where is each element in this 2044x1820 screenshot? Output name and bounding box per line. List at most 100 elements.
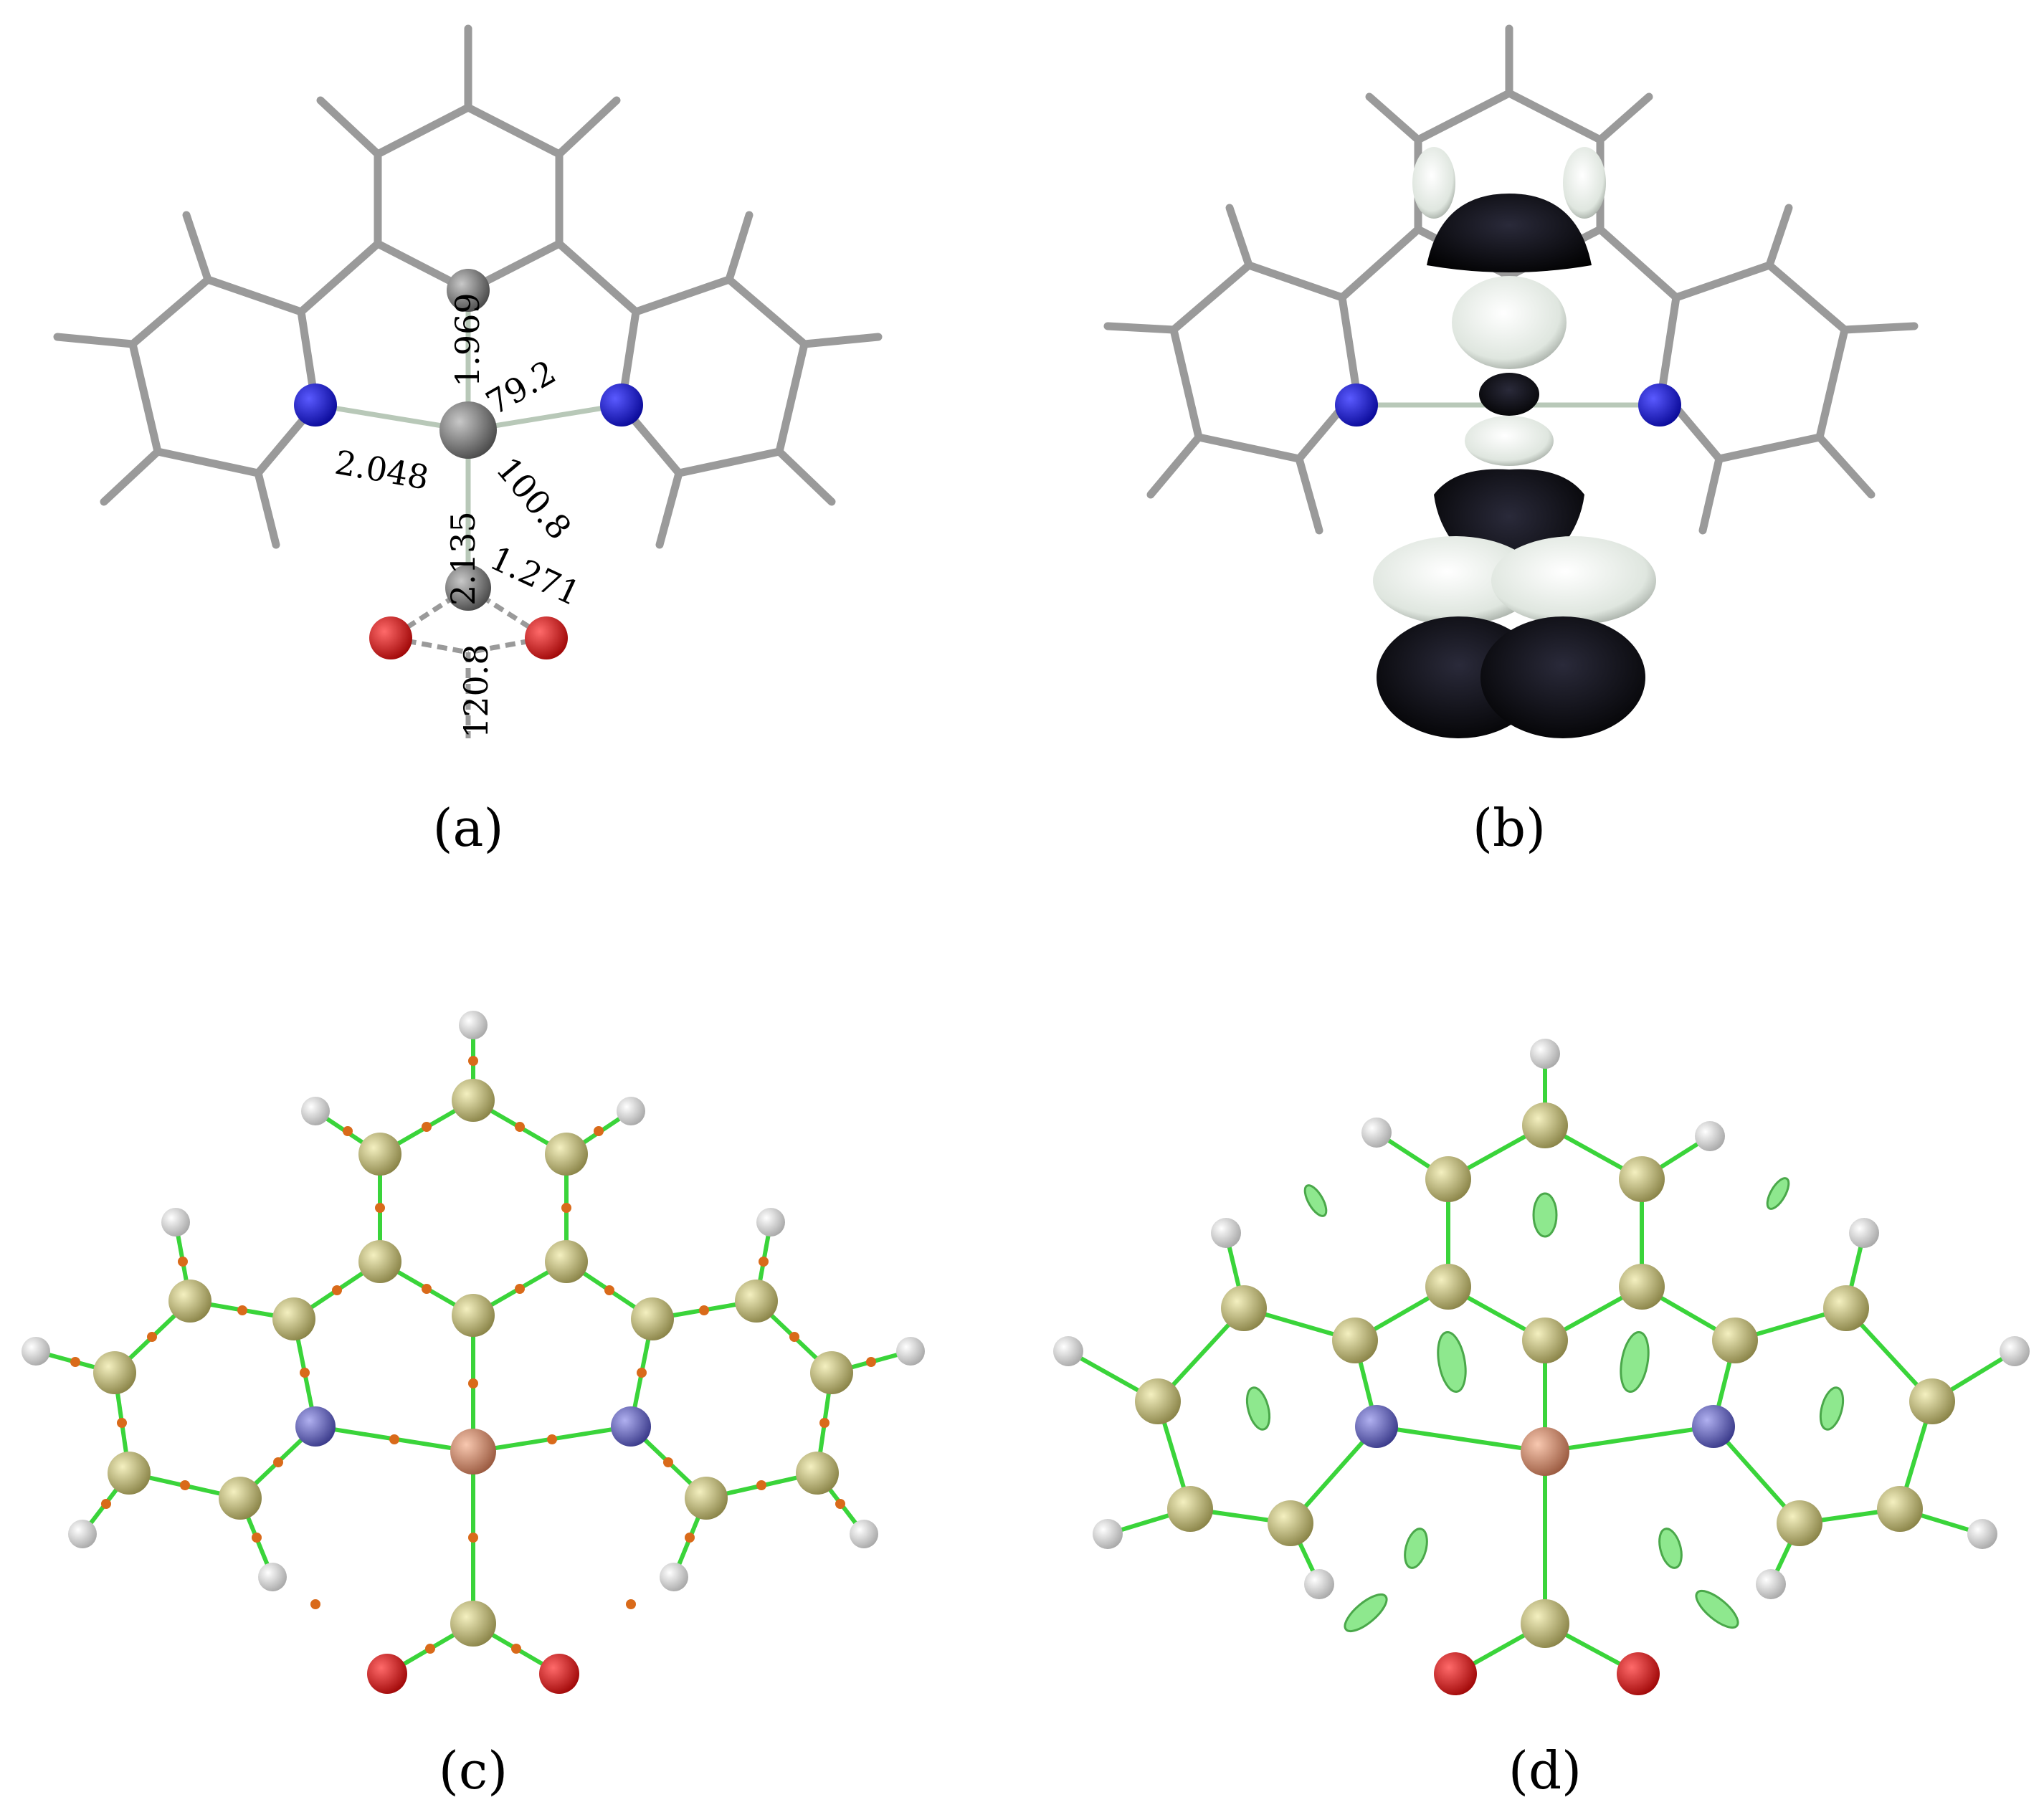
panel-c-atoms — [22, 1011, 925, 1694]
hydrogen-atom-icon — [1093, 1519, 1123, 1549]
nickel-atom-icon — [439, 401, 497, 459]
carbon-atom-icon — [447, 269, 490, 312]
hydrogen-atom-icon — [617, 1097, 645, 1125]
orbital-lobe-white — [1491, 536, 1656, 625]
carbon-atom-icon — [1425, 1264, 1471, 1310]
carbon-atom-icon — [168, 1280, 211, 1323]
carbon-atom-icon — [450, 1601, 496, 1647]
nci-patch — [1532, 1192, 1558, 1238]
carbon-atom-icon — [1135, 1378, 1181, 1424]
carbon-atom-icon — [545, 1133, 588, 1176]
nitrogen-atom-icon — [1692, 1405, 1735, 1448]
nci-patch — [1695, 1589, 1739, 1629]
oxygen-atom-icon — [1434, 1652, 1477, 1695]
oxygen-atom-icon — [525, 616, 568, 659]
bond-label-c-o: 1.271 — [484, 538, 586, 614]
carbon-atom-icon — [1221, 1285, 1267, 1331]
hydrogen-atom-icon — [1967, 1519, 1997, 1549]
orbital-lobe-black — [1480, 616, 1645, 738]
hydrogen-atom-icon — [850, 1520, 878, 1548]
carbon-atom-icon — [1823, 1285, 1869, 1331]
panel-c-bonds — [35, 1025, 911, 1676]
carbon-atom-icon — [1877, 1486, 1923, 1532]
carbon-atom-icon — [1619, 1156, 1665, 1202]
hydrogen-atom-icon — [1849, 1218, 1879, 1248]
hydrogen-atom-icon — [22, 1337, 50, 1366]
bond-label-ni-cco2: 2.135 — [444, 511, 483, 606]
orbital-lobe-white — [1373, 536, 1538, 625]
orbital-lobes — [1373, 147, 1656, 738]
carbon-atom-icon — [735, 1280, 778, 1323]
nci-patch — [1658, 1528, 1683, 1569]
nci-patch — [1766, 1177, 1790, 1210]
nitrogen-atom-icon — [611, 1406, 651, 1447]
bond-label-ni-c: 1.969 — [448, 292, 487, 387]
orbital-lobe-white — [1452, 276, 1567, 369]
carbon-atom-icon — [545, 1240, 588, 1283]
panel-a-structure: 1.969 79.2 2.048 2.135 100.8 1.271 120.8… — [53, 24, 883, 858]
carbon-atom-icon — [93, 1351, 136, 1394]
hydrogen-atom-icon — [161, 1208, 190, 1237]
orbital-lobe-white — [1563, 147, 1606, 219]
hydrogen-atom-icon — [1211, 1218, 1241, 1248]
hydrogen-atom-icon — [756, 1208, 785, 1237]
hydrogen-atom-icon — [1756, 1569, 1786, 1599]
nci-patch — [1245, 1386, 1271, 1431]
carbon-atom-icon — [1268, 1500, 1313, 1546]
carbon-atom-icon — [810, 1351, 853, 1394]
hydrogen-atom-icon — [896, 1337, 925, 1366]
nitrogen-atom-icon — [600, 383, 643, 427]
panel-c-aim: (c) — [22, 1011, 925, 1801]
angle-label-n-ni-c: 79.2 — [480, 353, 563, 423]
carbon-atom-icon — [631, 1297, 674, 1340]
hydrogen-atom-icon — [68, 1520, 97, 1548]
carbon-atom-icon — [1167, 1486, 1213, 1532]
nci-patch — [1620, 1331, 1650, 1393]
hydrogen-atom-icon — [1530, 1039, 1560, 1069]
hydrogen-atom-icon — [1695, 1121, 1725, 1151]
panel-c-caption: (c) — [439, 1740, 508, 1801]
carbon-atom-icon — [1425, 1156, 1471, 1202]
carbon-atom-icon — [452, 1294, 495, 1337]
carbon-atom-icon — [796, 1452, 839, 1495]
carbon-atom-icon — [1909, 1378, 1955, 1424]
carbon-atom-icon — [1522, 1318, 1568, 1363]
hydrogen-atom-icon — [301, 1097, 330, 1125]
carbon-atom-icon — [685, 1477, 728, 1520]
nitrogen-atom-icon — [1335, 383, 1378, 427]
panel-d-caption: (d) — [1508, 1740, 1582, 1801]
orbital-lobe-white — [1412, 147, 1455, 219]
nci-patch — [1303, 1184, 1328, 1217]
hydrogen-atom-icon — [459, 1011, 488, 1039]
bond-label-ni-n: 2.048 — [332, 443, 432, 497]
bond-critical-points — [70, 1056, 876, 1654]
panel-b-orbital: (b) — [1103, 24, 1919, 858]
nci-patch — [1344, 1593, 1388, 1633]
nitrogen-atom-icon — [1638, 383, 1681, 427]
orbital-lobe-white — [1465, 416, 1554, 466]
panel-a-bonds — [53, 24, 883, 549]
carbon-atom-icon — [1619, 1264, 1665, 1310]
hydrogen-atom-icon — [1053, 1336, 1083, 1366]
panel-a-caption: (a) — [432, 798, 503, 858]
orbital-lobe-black — [1479, 373, 1539, 416]
carbon-atom-icon — [1332, 1318, 1378, 1363]
nci-isosurfaces — [1245, 1177, 1845, 1633]
oxygen-atom-icon — [1617, 1652, 1660, 1695]
panel-a-co2-bonds — [389, 586, 548, 738]
oxygen-atom-icon — [539, 1654, 579, 1694]
angle-label-c-ni-c: 100.8 — [489, 449, 579, 547]
carbon-atom-icon — [445, 565, 491, 611]
carbon-atom-icon — [1777, 1500, 1822, 1546]
carbon-atom-icon — [1712, 1318, 1758, 1363]
panel-d-atoms — [1053, 1039, 2030, 1695]
nci-patch — [1819, 1386, 1845, 1431]
carbon-atom-icon — [272, 1297, 315, 1340]
oxygen-atom-icon — [369, 616, 412, 659]
carbon-atom-icon — [1521, 1599, 1569, 1648]
carbon-atom-icon — [452, 1079, 495, 1122]
hydrogen-atom-icon — [258, 1563, 287, 1591]
nitrogen-atom-icon — [295, 1406, 336, 1447]
nci-patch — [1404, 1528, 1428, 1569]
nitrogen-atom-icon — [1355, 1405, 1398, 1448]
